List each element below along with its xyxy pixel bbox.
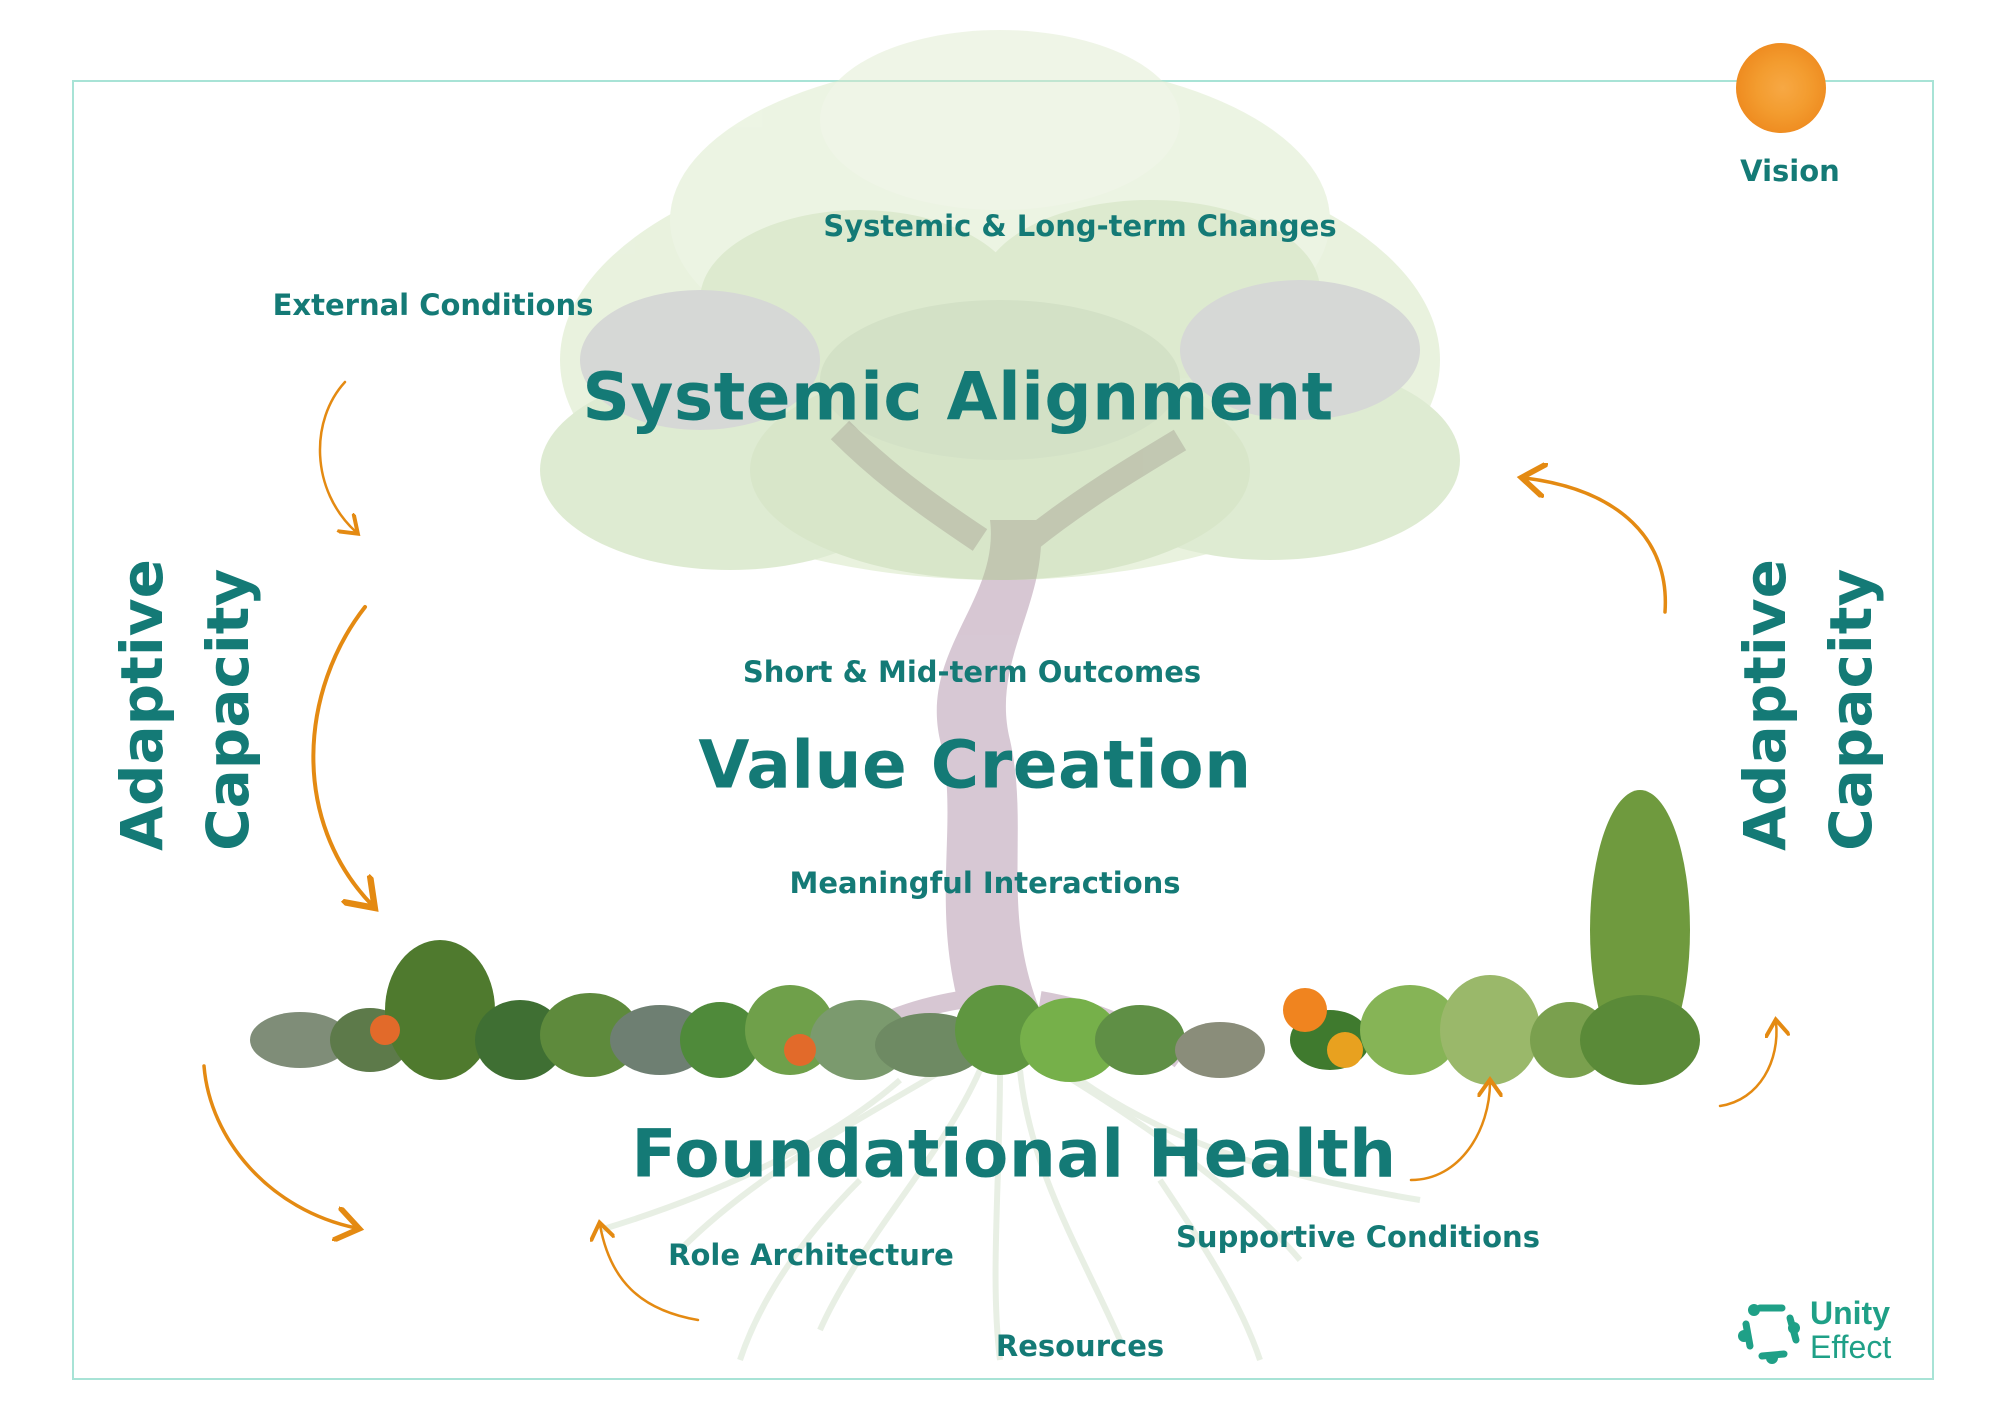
adaptive-capacity-left: Adaptive Capacity: [99, 559, 271, 851]
short-mid-outcomes-label: Short & Mid-term Outcomes: [742, 655, 1202, 689]
logo-line1: Unity: [1810, 1295, 1890, 1331]
roots: [599, 1057, 1421, 1361]
trunk: [814, 420, 1187, 1068]
external-conditions-label: External Conditions: [272, 288, 594, 322]
systemic-changes-label: Systemic & Long-term Changes: [823, 209, 1337, 243]
diagram-frame: [72, 80, 1934, 1380]
foundational-health-title: Foundational Health: [631, 1115, 1397, 1193]
adaptive-right-line2: Capacity: [1817, 568, 1885, 851]
adaptive-capacity-right: Adaptive Capacity: [1722, 559, 1894, 851]
unity-effect-logo-icon: [1738, 1304, 1800, 1364]
adaptive-left-line2: Capacity: [194, 568, 262, 851]
adaptive-right-line1: Adaptive: [1731, 559, 1799, 851]
resources-label: Resources: [995, 1329, 1165, 1363]
sun-icon: [1736, 43, 1826, 133]
meaningful-interactions-label: Meaningful Interactions: [789, 866, 1181, 900]
value-creation-title: Value Creation: [698, 726, 1252, 804]
logo-line2: Effect: [1810, 1329, 1892, 1365]
adaptive-left-line1: Adaptive: [108, 559, 176, 851]
arrows: [202, 380, 1777, 1322]
canopy: [540, 30, 1460, 580]
systemic-alignment-title: Systemic Alignment: [582, 358, 1334, 436]
supportive-conditions-label: Supportive Conditions: [1176, 1220, 1540, 1254]
vision-label: Vision: [1740, 154, 1840, 188]
logo-text: Unity Effect: [1810, 1296, 1891, 1364]
unity-effect-logo: Unity Effect: [1736, 1296, 1926, 1368]
role-architecture-label: Role Architecture: [668, 1238, 954, 1272]
plants-row: [250, 790, 1700, 1085]
